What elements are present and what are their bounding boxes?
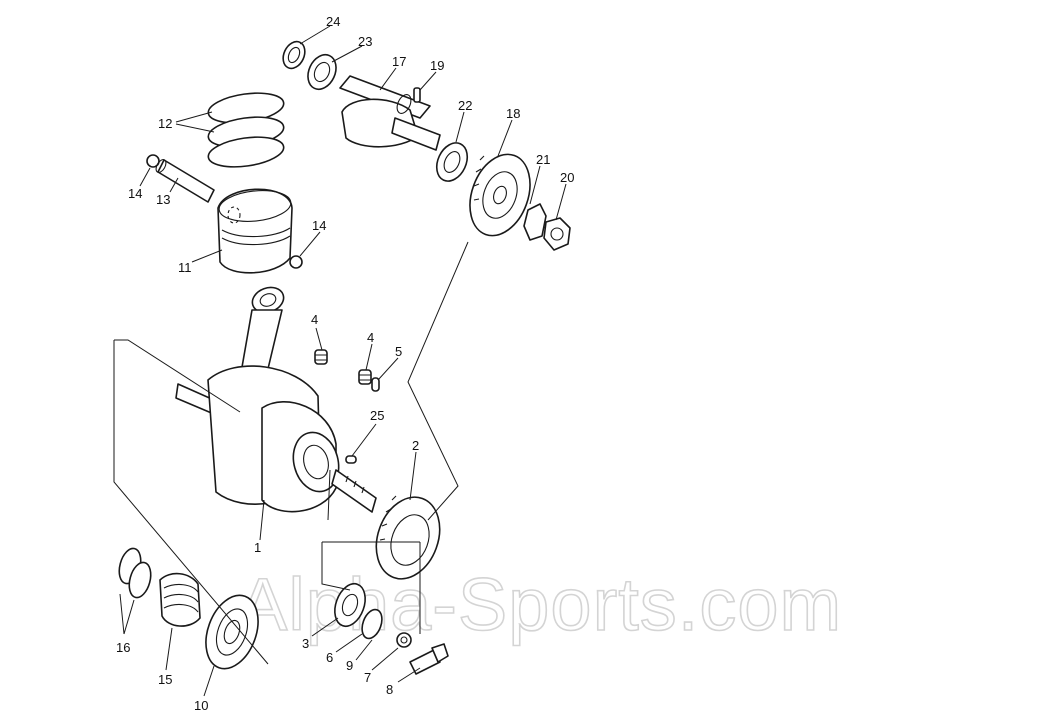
circlip-9 [361,608,383,640]
callout-1: 1 [254,540,261,555]
bearing-23 [307,53,337,91]
bearing-10 [205,594,259,670]
spring-4a [314,349,328,365]
bolt-8 [409,643,449,675]
assembly-guide-lines [113,241,469,665]
callout-labels: 24 23 17 19 22 18 21 20 12 14 13 14 11 4… [116,14,574,713]
callout-10: 10 [194,698,208,713]
circlip-14-top [146,154,160,168]
key-19 [413,87,421,103]
callout-25: 25 [370,408,384,423]
piston-pin-13 [155,159,215,203]
callout-11: 11 [178,260,192,275]
callout-leaders [119,25,567,697]
callout-4-right: 4 [367,330,374,345]
oil-seal-24 [282,40,306,70]
nut-20 [543,217,571,251]
lock-washer-21 [523,203,547,241]
circlip-14-right [289,255,303,269]
callout-23: 23 [358,34,372,49]
balancer-drive-gear-18 [469,153,531,237]
crankshaft-1 [175,365,377,513]
spring-4b [358,369,372,385]
callout-14-top: 14 [128,186,142,201]
callout-13: 13 [156,192,170,207]
bearing-22 [435,142,469,182]
callout-24: 24 [326,14,340,29]
watermark-text: Alpha-Sports.com [238,563,842,646]
spring-15 [159,572,201,627]
callout-16: 16 [116,640,130,655]
callout-2: 2 [412,438,419,453]
callout-19: 19 [430,58,444,73]
callout-7: 7 [364,670,371,685]
washer-7 [396,632,412,648]
callout-3: 3 [302,636,309,651]
callout-9: 9 [346,658,353,673]
washer-3 [334,582,366,628]
callout-6: 6 [326,650,333,665]
callout-21: 21 [536,152,550,167]
callout-8: 8 [386,682,393,697]
primary-drive-gear-2 [375,495,441,580]
callout-22: 22 [458,98,472,113]
circlips-16 [118,547,152,599]
callout-20: 20 [560,170,574,185]
plunger-5 [371,377,380,392]
callout-4-left: 4 [311,312,318,327]
piston-rings-12 [207,92,285,168]
callout-17: 17 [392,54,406,69]
callout-14-right: 14 [312,218,326,233]
key-25 [345,455,357,464]
callout-18: 18 [506,106,520,121]
piston-11 [217,188,293,274]
callout-15: 15 [158,672,172,687]
callout-5: 5 [395,344,402,359]
callout-12: 12 [158,116,172,131]
balancer-shaft-17 [339,75,441,151]
